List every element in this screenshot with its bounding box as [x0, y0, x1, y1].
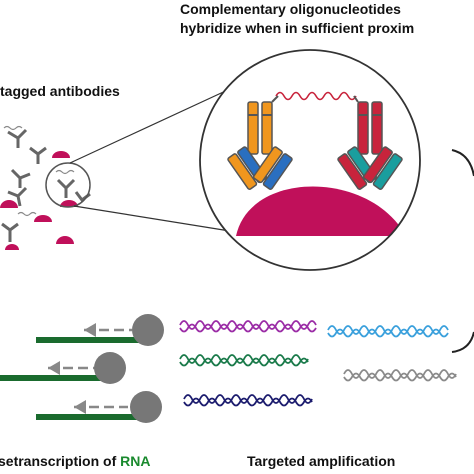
- antigen-blob: [5, 244, 19, 250]
- antigen-blob: [0, 200, 18, 208]
- title-line-1: Complementary oligonucleotides: [180, 1, 401, 17]
- fab-heavy: [337, 153, 368, 190]
- amplification-group: [179, 320, 457, 407]
- small-oligo: [55, 169, 75, 175]
- small-antibody: [7, 186, 28, 207]
- small-antibody: [7, 128, 28, 148]
- fab-light: [262, 153, 293, 190]
- chain-divider: [248, 114, 258, 116]
- zoom-source-circle: [45, 162, 91, 208]
- reverse-transcription-label: setranscription of RNA: [0, 453, 150, 469]
- zoom-detail: [199, 49, 421, 271]
- rt-unit: [0, 352, 126, 384]
- title-line-2: hybridize when in sufficient proxim: [180, 20, 414, 36]
- antigen-blob: [52, 151, 70, 158]
- rna-label: RNA: [120, 453, 150, 469]
- antigen-blob: [56, 236, 74, 244]
- small-antibody: [10, 168, 31, 188]
- rt-unit: [36, 391, 162, 423]
- direction-arrowhead: [74, 400, 86, 414]
- reverse-transcription-group: [0, 314, 164, 423]
- direction-arrowhead: [48, 361, 60, 375]
- oligo-pair-gray: [343, 369, 457, 379]
- rt-unit: [36, 314, 164, 346]
- antibody-right: [337, 95, 403, 190]
- hybridized-oligo: [275, 91, 357, 101]
- direction-arrowhead: [84, 323, 96, 337]
- bead: [132, 314, 164, 346]
- antigen-blob: [60, 200, 78, 207]
- bead: [130, 391, 162, 423]
- tagged-antibodies-label: tagged antibodies: [0, 83, 120, 99]
- oligo-linker: [271, 95, 279, 103]
- oligo-pair-green: [179, 357, 309, 367]
- oligo-pair-purple: [179, 323, 317, 333]
- antibody-left: [227, 95, 293, 190]
- fab-heavy: [252, 146, 283, 184]
- small-antibody: [1, 222, 19, 242]
- bead: [94, 352, 126, 384]
- heavy-chain: [371, 101, 383, 155]
- oligo-pair-green: [179, 354, 309, 364]
- fab-heavy: [227, 153, 258, 190]
- heavy-chain: [357, 101, 369, 155]
- antigen-blobs: [0, 151, 78, 250]
- fab-heavy: [362, 146, 393, 184]
- small-oligo: [17, 211, 37, 217]
- oligo-pair-lightblue: [327, 325, 449, 335]
- heavy-chain: [247, 101, 259, 155]
- small-antibody: [56, 178, 76, 198]
- oligo-pair-purple: [179, 320, 317, 330]
- flow-arrow-right-bottom: [451, 331, 474, 353]
- chain-divider: [262, 114, 272, 116]
- oligo-pair-navy: [183, 397, 313, 407]
- antigen-dome: [236, 186, 406, 236]
- oligo-linker: [353, 95, 359, 103]
- zoom-circle-outline: [199, 49, 421, 271]
- oligo-pair-gray: [343, 372, 457, 382]
- antibody-cluster: [0, 125, 91, 250]
- chain-divider: [358, 114, 368, 116]
- zoom-line-bottom: [73, 205, 237, 233]
- small-oligo: [3, 125, 23, 131]
- heavy-chain: [261, 101, 273, 155]
- reverse-transcription-text: setranscription of: [0, 453, 120, 469]
- chain-divider: [372, 114, 382, 116]
- antigen-blob: [34, 215, 52, 222]
- fab-light: [372, 153, 403, 190]
- oligo-pair-lightblue: [327, 328, 449, 338]
- zoom-line-top: [69, 87, 233, 164]
- small-antibody: [29, 146, 47, 164]
- flow-arrow-right-top: [451, 149, 474, 177]
- targeted-amplification-label: Targeted amplification: [247, 453, 395, 469]
- oligo-pair-navy: [183, 394, 313, 404]
